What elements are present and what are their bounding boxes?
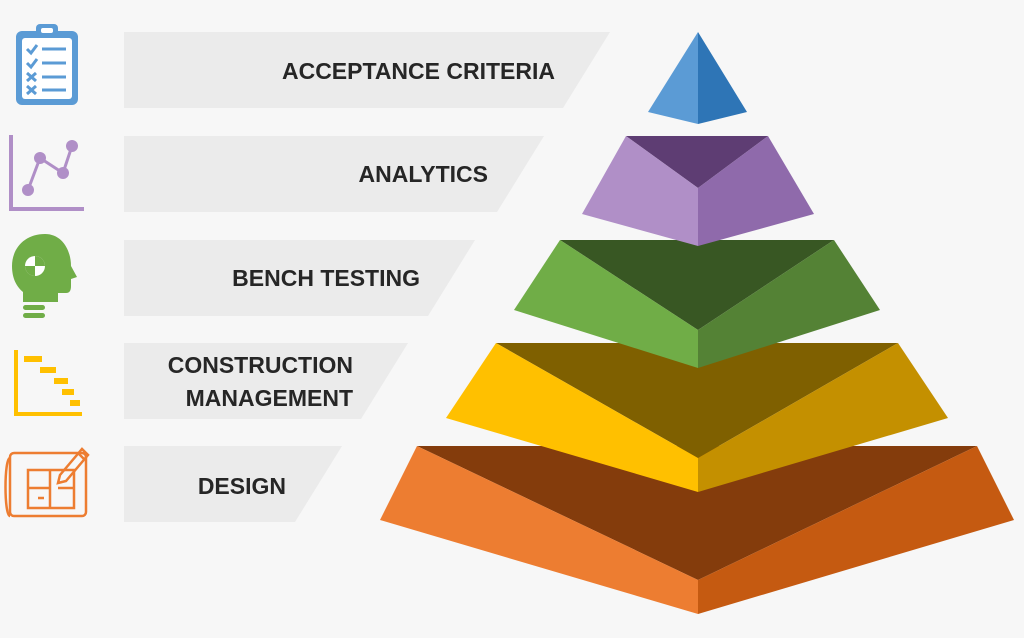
crash-test-dummy-icon	[12, 234, 77, 318]
banner-acceptance-criteria	[124, 32, 610, 108]
clipboard-checklist-icon	[16, 24, 78, 105]
blueprint-pencil-icon	[4, 447, 90, 518]
banner-construction-management	[124, 343, 408, 419]
pyramid-layer-acceptance-criteria	[648, 32, 747, 124]
pyramid-layer-design	[380, 446, 1014, 614]
label-construction-management: CONSTRUCTION	[168, 352, 353, 378]
label-construction-management-line-2: MANAGEMENT	[186, 385, 353, 411]
label-bench-testing: BENCH TESTING	[232, 265, 420, 291]
pyramid-layer-construction-management	[446, 343, 948, 492]
gantt-chart-icon	[14, 350, 82, 416]
banner-design	[124, 446, 342, 522]
pyramid-layer-analytics	[582, 136, 814, 246]
label-acceptance-criteria: ACCEPTANCE CRITERIA	[282, 58, 555, 84]
label-analytics: ANALYTICS	[359, 161, 489, 187]
label-line-2: MANAGEMENT	[186, 385, 353, 411]
row-labels: ACCEPTANCE CRITERIA ANALYTICS BENCH TEST…	[168, 58, 555, 499]
line-chart-icon	[9, 135, 84, 211]
label-banners	[124, 32, 610, 522]
pyramid-layer-bench-testing	[514, 240, 880, 368]
pyramid	[380, 32, 1014, 614]
banner-bench-testing	[124, 240, 475, 316]
label-line-1: CONSTRUCTION	[168, 352, 353, 378]
banner-analytics	[124, 136, 544, 212]
label-design: DESIGN	[198, 473, 286, 499]
